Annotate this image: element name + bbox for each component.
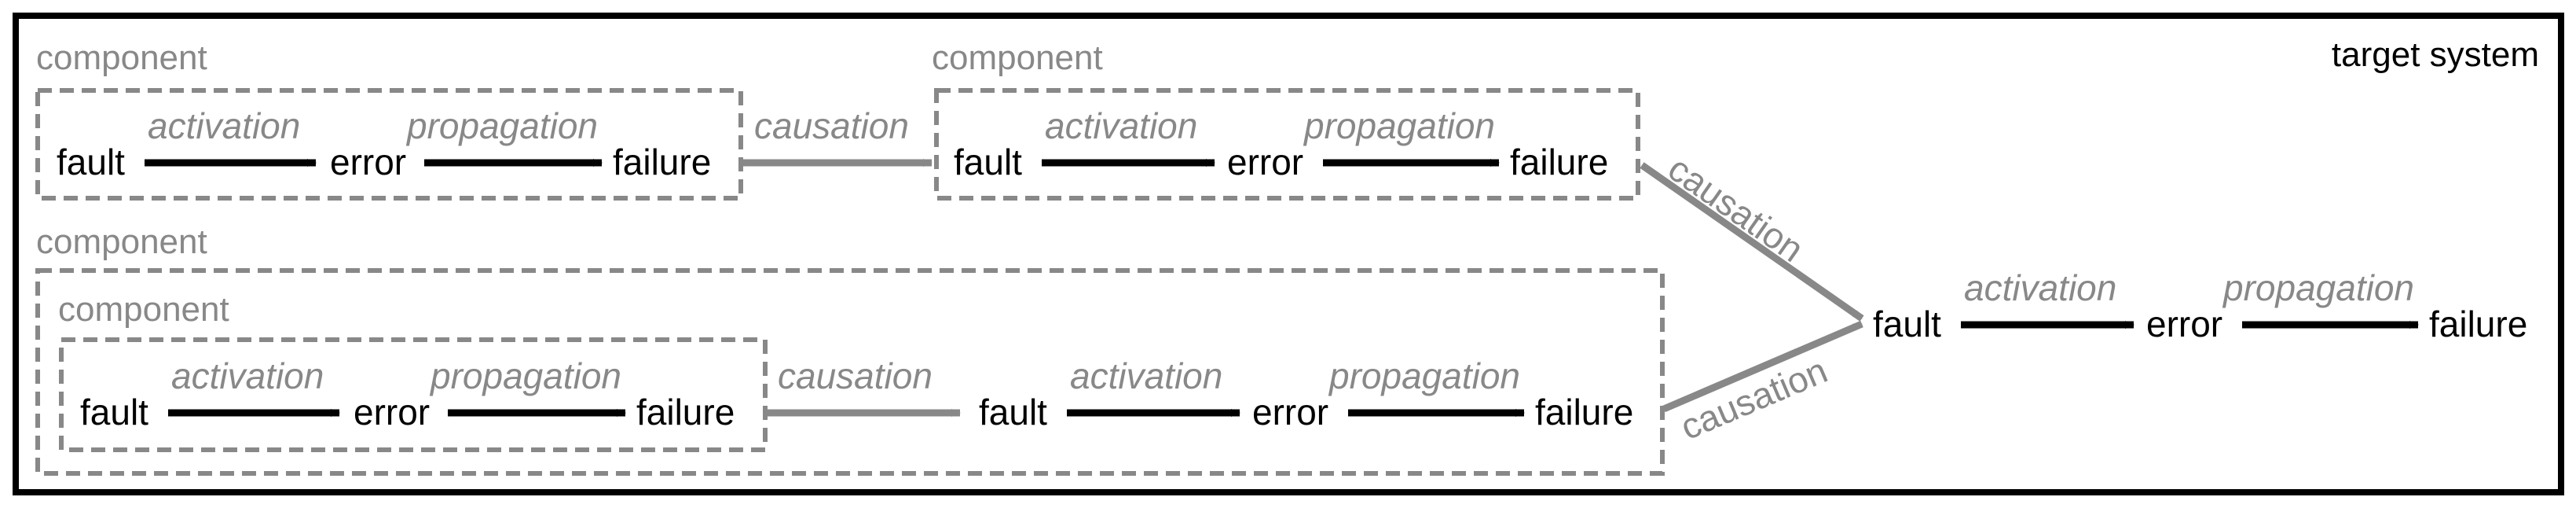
propagation-label: propagation [1303, 105, 1495, 146]
causation-label: causation [754, 105, 909, 146]
propagation-label: propagation [429, 355, 621, 396]
error-node: error [1252, 392, 1328, 433]
activation-label: activation [171, 355, 324, 396]
fault-node: fault [57, 142, 125, 182]
causation-arrow [1662, 320, 1863, 413]
target-system-label: target system [2332, 35, 2539, 74]
failure-node: failure [2429, 304, 2527, 344]
component-label-4: component [58, 290, 229, 329]
component-box-3 [35, 268, 1665, 476]
fault-node: fault [979, 392, 1047, 433]
propagation-label: propagation [1328, 355, 1520, 396]
propagation-label: propagation [2222, 267, 2414, 308]
component-box-4 [59, 337, 768, 452]
activation-label: activation [1964, 267, 2116, 308]
causation-arrow [1640, 162, 1864, 322]
propagation-label: propagation [405, 105, 598, 146]
fault-node: fault [80, 392, 148, 433]
fault-node: fault [954, 142, 1022, 182]
failure-node: failure [1535, 392, 1633, 433]
component-label-1: component [36, 39, 207, 77]
activation-label: activation [1045, 105, 1197, 146]
error-node: error [1227, 142, 1303, 182]
error-node: error [330, 142, 406, 182]
failure-node: failure [1510, 142, 1608, 182]
component-box-1 [35, 88, 743, 201]
failure-node: failure [613, 142, 711, 182]
causation-label: causation [778, 355, 933, 396]
error-node: error [354, 392, 430, 433]
causation-label: causation [1675, 349, 1834, 447]
causation-label: causation [1661, 148, 1811, 271]
fault-node: fault [1873, 304, 1941, 344]
component-box-2 [934, 88, 1640, 201]
component-label-3: component [36, 223, 207, 261]
activation-label: activation [1070, 355, 1222, 396]
target-system-frame [13, 13, 2564, 495]
failure-node: failure [636, 392, 735, 433]
component-label-2: component [932, 39, 1103, 77]
error-node: error [2146, 304, 2222, 344]
activation-label: activation [148, 105, 300, 146]
